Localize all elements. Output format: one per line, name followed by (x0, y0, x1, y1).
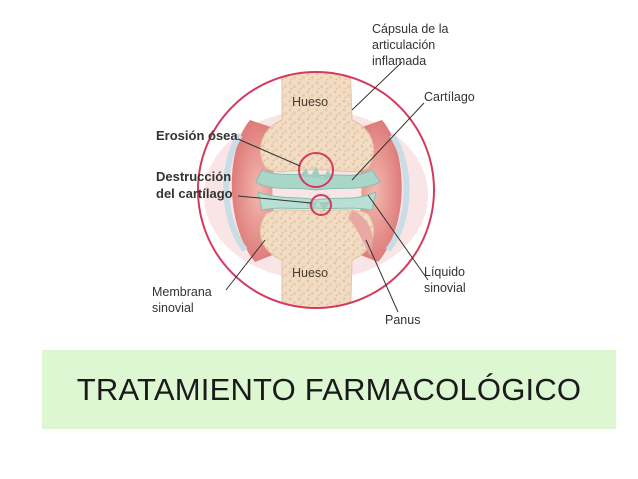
synovial-fluid-label-line1: Líquido (424, 265, 465, 279)
capsule-label-line2: articulación (372, 38, 435, 52)
bone-bottom-label: Hueso (292, 266, 328, 280)
cartilage-destruction-highlight (310, 194, 332, 216)
leader-lines (225, 61, 429, 313)
synovial-membrane-label-line1: Membrana (152, 285, 212, 299)
synovial-fluid-label-line2: sinovial (424, 281, 466, 295)
pannus-tissue (348, 210, 373, 256)
joint-outline-circle (197, 71, 435, 309)
synovial-membrane-label-line2: sinovial (152, 301, 194, 315)
capsule-label-line3: inflamada (372, 54, 426, 68)
cartilage-layer (255, 166, 381, 212)
cartilage-destruction-label-line1: Destrucción (156, 169, 231, 184)
slide-title: TRATAMIENTO FARMACOLÓGICO (76, 371, 582, 407)
cartilage-label: Cartílago (424, 90, 475, 104)
title-banner: TRATAMIENTO FARMACOLÓGICO (42, 350, 616, 429)
bone-erosion-label: Erosión ósea (156, 128, 238, 143)
cartilage-destruction-label-line2: del cartílago (156, 186, 233, 201)
bone-erosion-highlight (298, 152, 334, 188)
rheumatoid-arthritis-joint-diagram: Hueso Hueso Cápsula de la articulación i… (152, 22, 475, 327)
pannus-label: Panus (385, 313, 420, 327)
bone-bottom (259, 209, 375, 308)
capsule-label-line1: Cápsula de la (372, 22, 448, 36)
bone-top-label: Hueso (292, 95, 328, 109)
